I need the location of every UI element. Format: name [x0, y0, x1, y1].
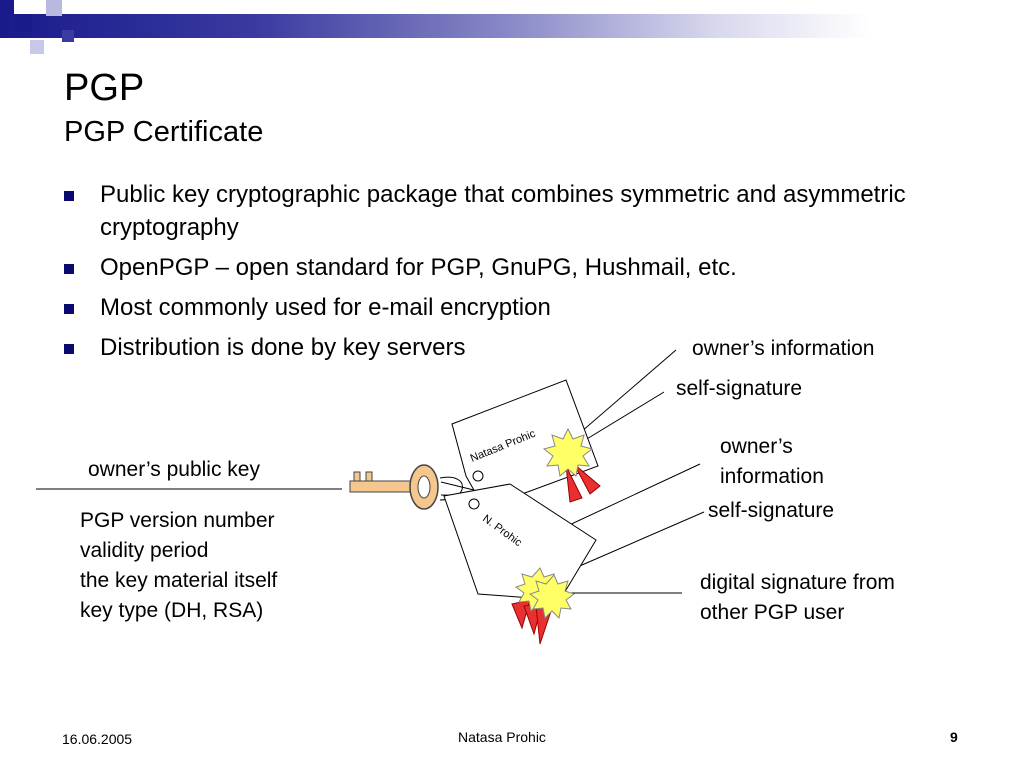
bullet-square-icon — [64, 304, 74, 314]
key-icon — [349, 464, 439, 510]
corner-square-1 — [0, 0, 14, 14]
footer-page-number: 9 — [950, 729, 958, 745]
digital-signature-label-line2: other PGP user — [700, 601, 845, 624]
owner-info-label-1: owner’s information — [692, 337, 875, 360]
key-fields-list: PGP version number validity period the k… — [80, 506, 277, 626]
self-signature-label-1: self-signature — [676, 377, 803, 400]
digital-signature-label-line1: digital signature from — [700, 571, 895, 594]
header-gradient-bar — [0, 14, 1024, 38]
key-field-item: the key material itself — [80, 569, 278, 592]
corner-square-3 — [46, 0, 62, 16]
page-title: PGP — [64, 67, 145, 109]
upper-tag-hole — [472, 470, 484, 482]
corner-square-5 — [30, 40, 44, 54]
bullet-item: Distribution is done by key servers — [64, 331, 944, 364]
bullet-list: Public key cryptographic package that co… — [64, 178, 944, 371]
bullet-item: OpenPGP – open standard for PGP, GnuPG, … — [64, 251, 944, 284]
footer-author: Natasa Prohic — [458, 729, 546, 745]
bullet-item: Public key cryptographic package that co… — [64, 178, 944, 244]
owner-info-label-2-line2: information — [720, 465, 824, 488]
bullet-square-icon — [64, 344, 74, 354]
key-field-item: PGP version number — [80, 509, 275, 532]
corner-square-4 — [62, 30, 74, 42]
upper-seal-icon — [542, 427, 601, 503]
lower-certificate-tag — [443, 483, 597, 601]
key-field-item: validity period — [80, 539, 209, 562]
bullet-square-icon — [64, 191, 74, 201]
owner-info-label-2-line1: owner’s — [720, 435, 793, 458]
page-subtitle: PGP Certificate — [64, 116, 264, 148]
key-field-item: key type (DH, RSA) — [80, 599, 264, 622]
upper-certificate-tag — [451, 379, 599, 509]
lower-tag-hole — [468, 498, 480, 510]
bullet-item: Most commonly used for e-mail encryption — [64, 291, 944, 324]
owner-public-key-label: owner’s public key — [88, 458, 260, 481]
corner-square-2 — [14, 14, 32, 32]
lower-seal-icon — [511, 567, 576, 645]
bullet-square-icon — [64, 264, 74, 274]
self-signature-label-2: self-signature — [708, 499, 835, 522]
footer-date: 16.06.2005 — [62, 731, 133, 747]
